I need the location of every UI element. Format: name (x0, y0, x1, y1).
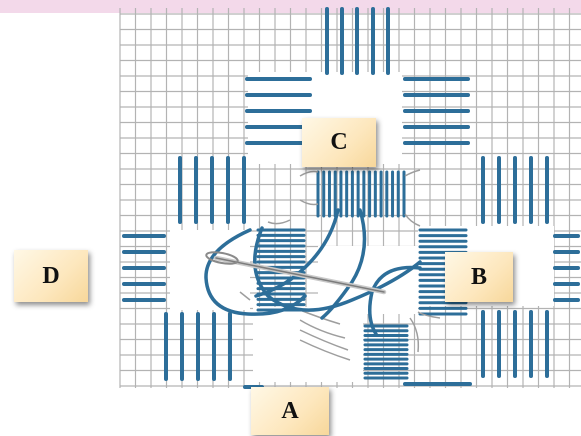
label-b: B (445, 252, 513, 302)
label-d: D (14, 250, 88, 302)
label-a: A (251, 387, 329, 435)
label-c: C (302, 118, 376, 167)
